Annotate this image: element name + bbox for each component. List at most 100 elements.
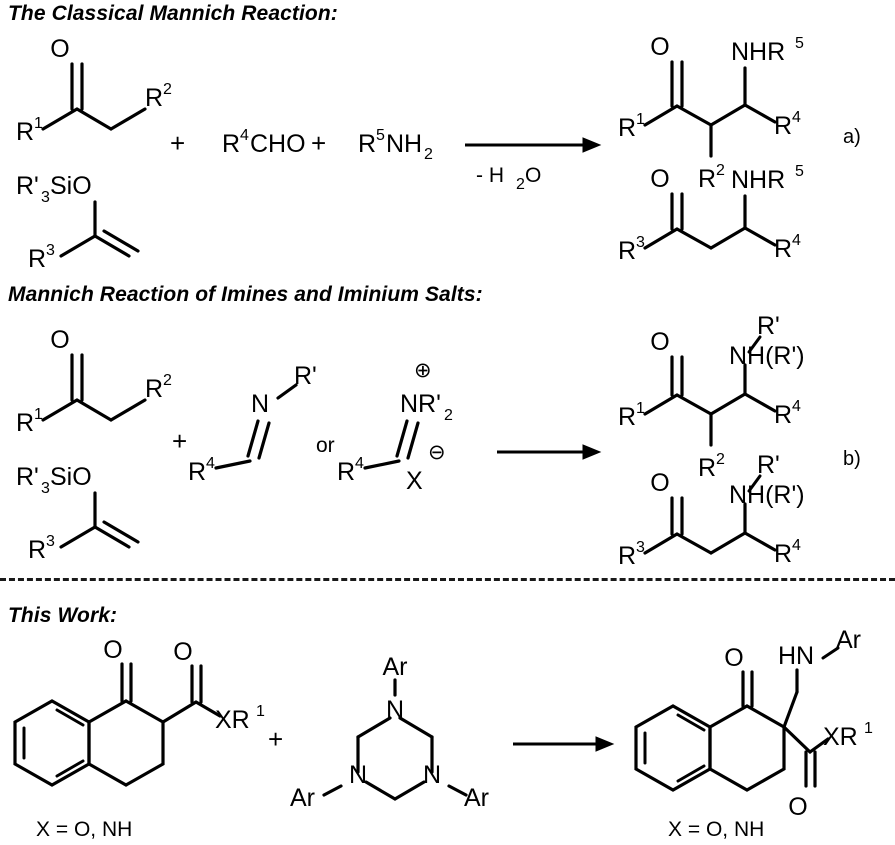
atom-label-Rprime: R' bbox=[294, 362, 317, 390]
atom-label-R4: R bbox=[774, 112, 792, 140]
atom-label-R: R bbox=[358, 130, 376, 158]
atom-label-CHO: CHO bbox=[250, 130, 306, 158]
panel-label-a: a) bbox=[843, 126, 861, 148]
section-b-heading: Mannich Reaction of Imines and Iminium S… bbox=[8, 283, 483, 306]
structure-ketone-a: O R 1 R 2 bbox=[16, 35, 172, 146]
conjunction-or: or bbox=[316, 434, 335, 457]
atom-label-N-top: N bbox=[386, 696, 404, 724]
atom-label-Ar-top: Ar bbox=[383, 653, 408, 681]
structure-imine: N R' R 4 bbox=[188, 362, 317, 486]
atom-label-NH: NH bbox=[386, 130, 422, 158]
atom-label-R1: R bbox=[618, 114, 636, 142]
superscript-2: 2 bbox=[163, 372, 172, 389]
atom-label-R4: R bbox=[774, 401, 792, 429]
atom-label-Rprime: R' bbox=[16, 463, 39, 491]
reagent-amine: R 5 NH 2 bbox=[358, 127, 433, 163]
atom-label-SiO: SiO bbox=[50, 463, 92, 491]
caption-x-equals-product: X = O, NH bbox=[668, 818, 764, 841]
positive-charge-icon: ⊕ bbox=[414, 359, 432, 382]
superscript-1: 1 bbox=[256, 703, 265, 720]
superscript-3: 3 bbox=[636, 234, 645, 251]
atom-label-O: O bbox=[788, 793, 807, 821]
atom-label-NR2: NR' bbox=[400, 390, 441, 418]
atom-label-R1: R bbox=[16, 409, 34, 437]
superscript-1: 1 bbox=[34, 115, 43, 132]
atom-label-O: O bbox=[650, 165, 669, 193]
atom-label-Ar-left: Ar bbox=[290, 784, 315, 812]
scheme-c-structures: O O XR 1 X = O, NH + N N N Ar Ar Ar bbox=[13, 626, 873, 841]
scheme-a-structures: O R 1 R 2 R' 3 SiO R 3 + R 4 CHO + R 5 N… bbox=[16, 33, 804, 273]
atom-label-R3: R bbox=[28, 245, 46, 273]
atom-label-Rprime: R' bbox=[757, 451, 780, 479]
superscript-4: 4 bbox=[792, 232, 801, 249]
subscript-3: 3 bbox=[41, 189, 50, 206]
atom-label-R: R bbox=[222, 130, 240, 158]
atom-label-Rprime: R' bbox=[757, 312, 780, 340]
structure-product-a1: O R 1 R 2 NHR 5 R 4 bbox=[618, 33, 804, 193]
atom-label-Rprime: R' bbox=[16, 172, 39, 200]
atom-label-R1: R bbox=[16, 118, 34, 146]
subscript-3: 3 bbox=[41, 480, 50, 497]
superscript-4: 4 bbox=[355, 455, 364, 472]
atom-label-HN: HN bbox=[778, 642, 814, 670]
reaction-arrow-c bbox=[513, 736, 615, 752]
atom-label-O: O bbox=[650, 328, 669, 356]
atom-label-R4: R bbox=[774, 235, 792, 263]
atom-label-R3: R bbox=[618, 542, 636, 570]
superscript-1: 1 bbox=[864, 720, 873, 737]
atom-label-NH-Rprime: NH(R') bbox=[729, 481, 805, 509]
arrow-label-minus-water: - H bbox=[476, 164, 504, 187]
atom-label-R3: R bbox=[28, 536, 46, 564]
superscript-1: 1 bbox=[34, 406, 43, 423]
superscript-1: 1 bbox=[636, 400, 645, 417]
superscript-3: 3 bbox=[46, 242, 55, 259]
structure-tetralone-reactant: O O XR 1 X = O, NH bbox=[13, 636, 265, 841]
plus-sign-4: + bbox=[268, 724, 283, 754]
atom-label-O: O bbox=[50, 35, 69, 63]
superscript-4: 4 bbox=[206, 455, 215, 472]
superscript-4: 4 bbox=[240, 127, 249, 144]
plus-sign-1: + bbox=[170, 128, 185, 158]
atom-label-R4: R bbox=[774, 540, 792, 568]
atom-label-NH-Rprime: NH(R') bbox=[729, 342, 805, 370]
atom-label-O: O bbox=[525, 164, 541, 187]
atom-label-XR: XR bbox=[215, 706, 250, 734]
negative-charge-icon: ⊖ bbox=[428, 441, 446, 464]
structure-iminium-salt: ⊕ NR' 2 R 4 ⊖ X bbox=[337, 359, 453, 495]
structure-triazinane: N N N Ar Ar Ar bbox=[290, 653, 489, 812]
atom-label-R2: R bbox=[145, 84, 163, 112]
reaction-arrow-b bbox=[497, 444, 602, 460]
atom-label-R4: R bbox=[337, 458, 355, 486]
reagent-aldehyde: R 4 CHO bbox=[222, 127, 306, 158]
section-c-heading: This Work: bbox=[8, 604, 118, 627]
structure-silyl-enol-ether-b: R' 3 SiO R 3 bbox=[16, 463, 140, 564]
structure-product-b1: O R 1 R 2 R' NH(R') R 4 bbox=[618, 312, 805, 482]
structure-product-b2: O R 3 R' NH(R') R 4 bbox=[618, 451, 805, 570]
atom-label-N: N bbox=[251, 390, 269, 418]
atom-label-N-right: N bbox=[423, 761, 441, 789]
superscript-1: 1 bbox=[636, 111, 645, 128]
superscript-5: 5 bbox=[376, 127, 385, 144]
atom-label-O: O bbox=[50, 326, 69, 354]
superscript-4: 4 bbox=[792, 109, 801, 126]
atom-label-X: X bbox=[406, 467, 423, 495]
subscript-2: 2 bbox=[516, 176, 525, 193]
atom-label-NHR: NHR bbox=[731, 38, 785, 66]
reaction-arrow-a: - H 2 O bbox=[465, 137, 602, 193]
atom-label-O: O bbox=[173, 638, 192, 666]
section-divider bbox=[0, 578, 895, 581]
superscript-2: 2 bbox=[716, 162, 725, 179]
section-a-heading: The Classical Mannich Reaction: bbox=[8, 2, 338, 25]
superscript-2: 2 bbox=[163, 81, 172, 98]
atom-label-Ar-right: Ar bbox=[464, 784, 489, 812]
atom-label-NHR: NHR bbox=[731, 166, 785, 194]
scheme-b-structures: O R 1 R 2 R' 3 SiO R 3 + N R' R 4 or ⊕ N… bbox=[16, 312, 805, 570]
superscript-2: 2 bbox=[716, 451, 725, 468]
atom-label-O: O bbox=[103, 636, 122, 664]
atom-label-R1: R bbox=[618, 403, 636, 431]
structure-tetralone-product: O HN Ar O XR 1 X = O, NH bbox=[634, 626, 873, 841]
superscript-5: 5 bbox=[795, 35, 804, 52]
superscript-3: 3 bbox=[46, 533, 55, 550]
panel-label-b: b) bbox=[843, 448, 861, 470]
atom-label-Ar: Ar bbox=[836, 626, 861, 654]
